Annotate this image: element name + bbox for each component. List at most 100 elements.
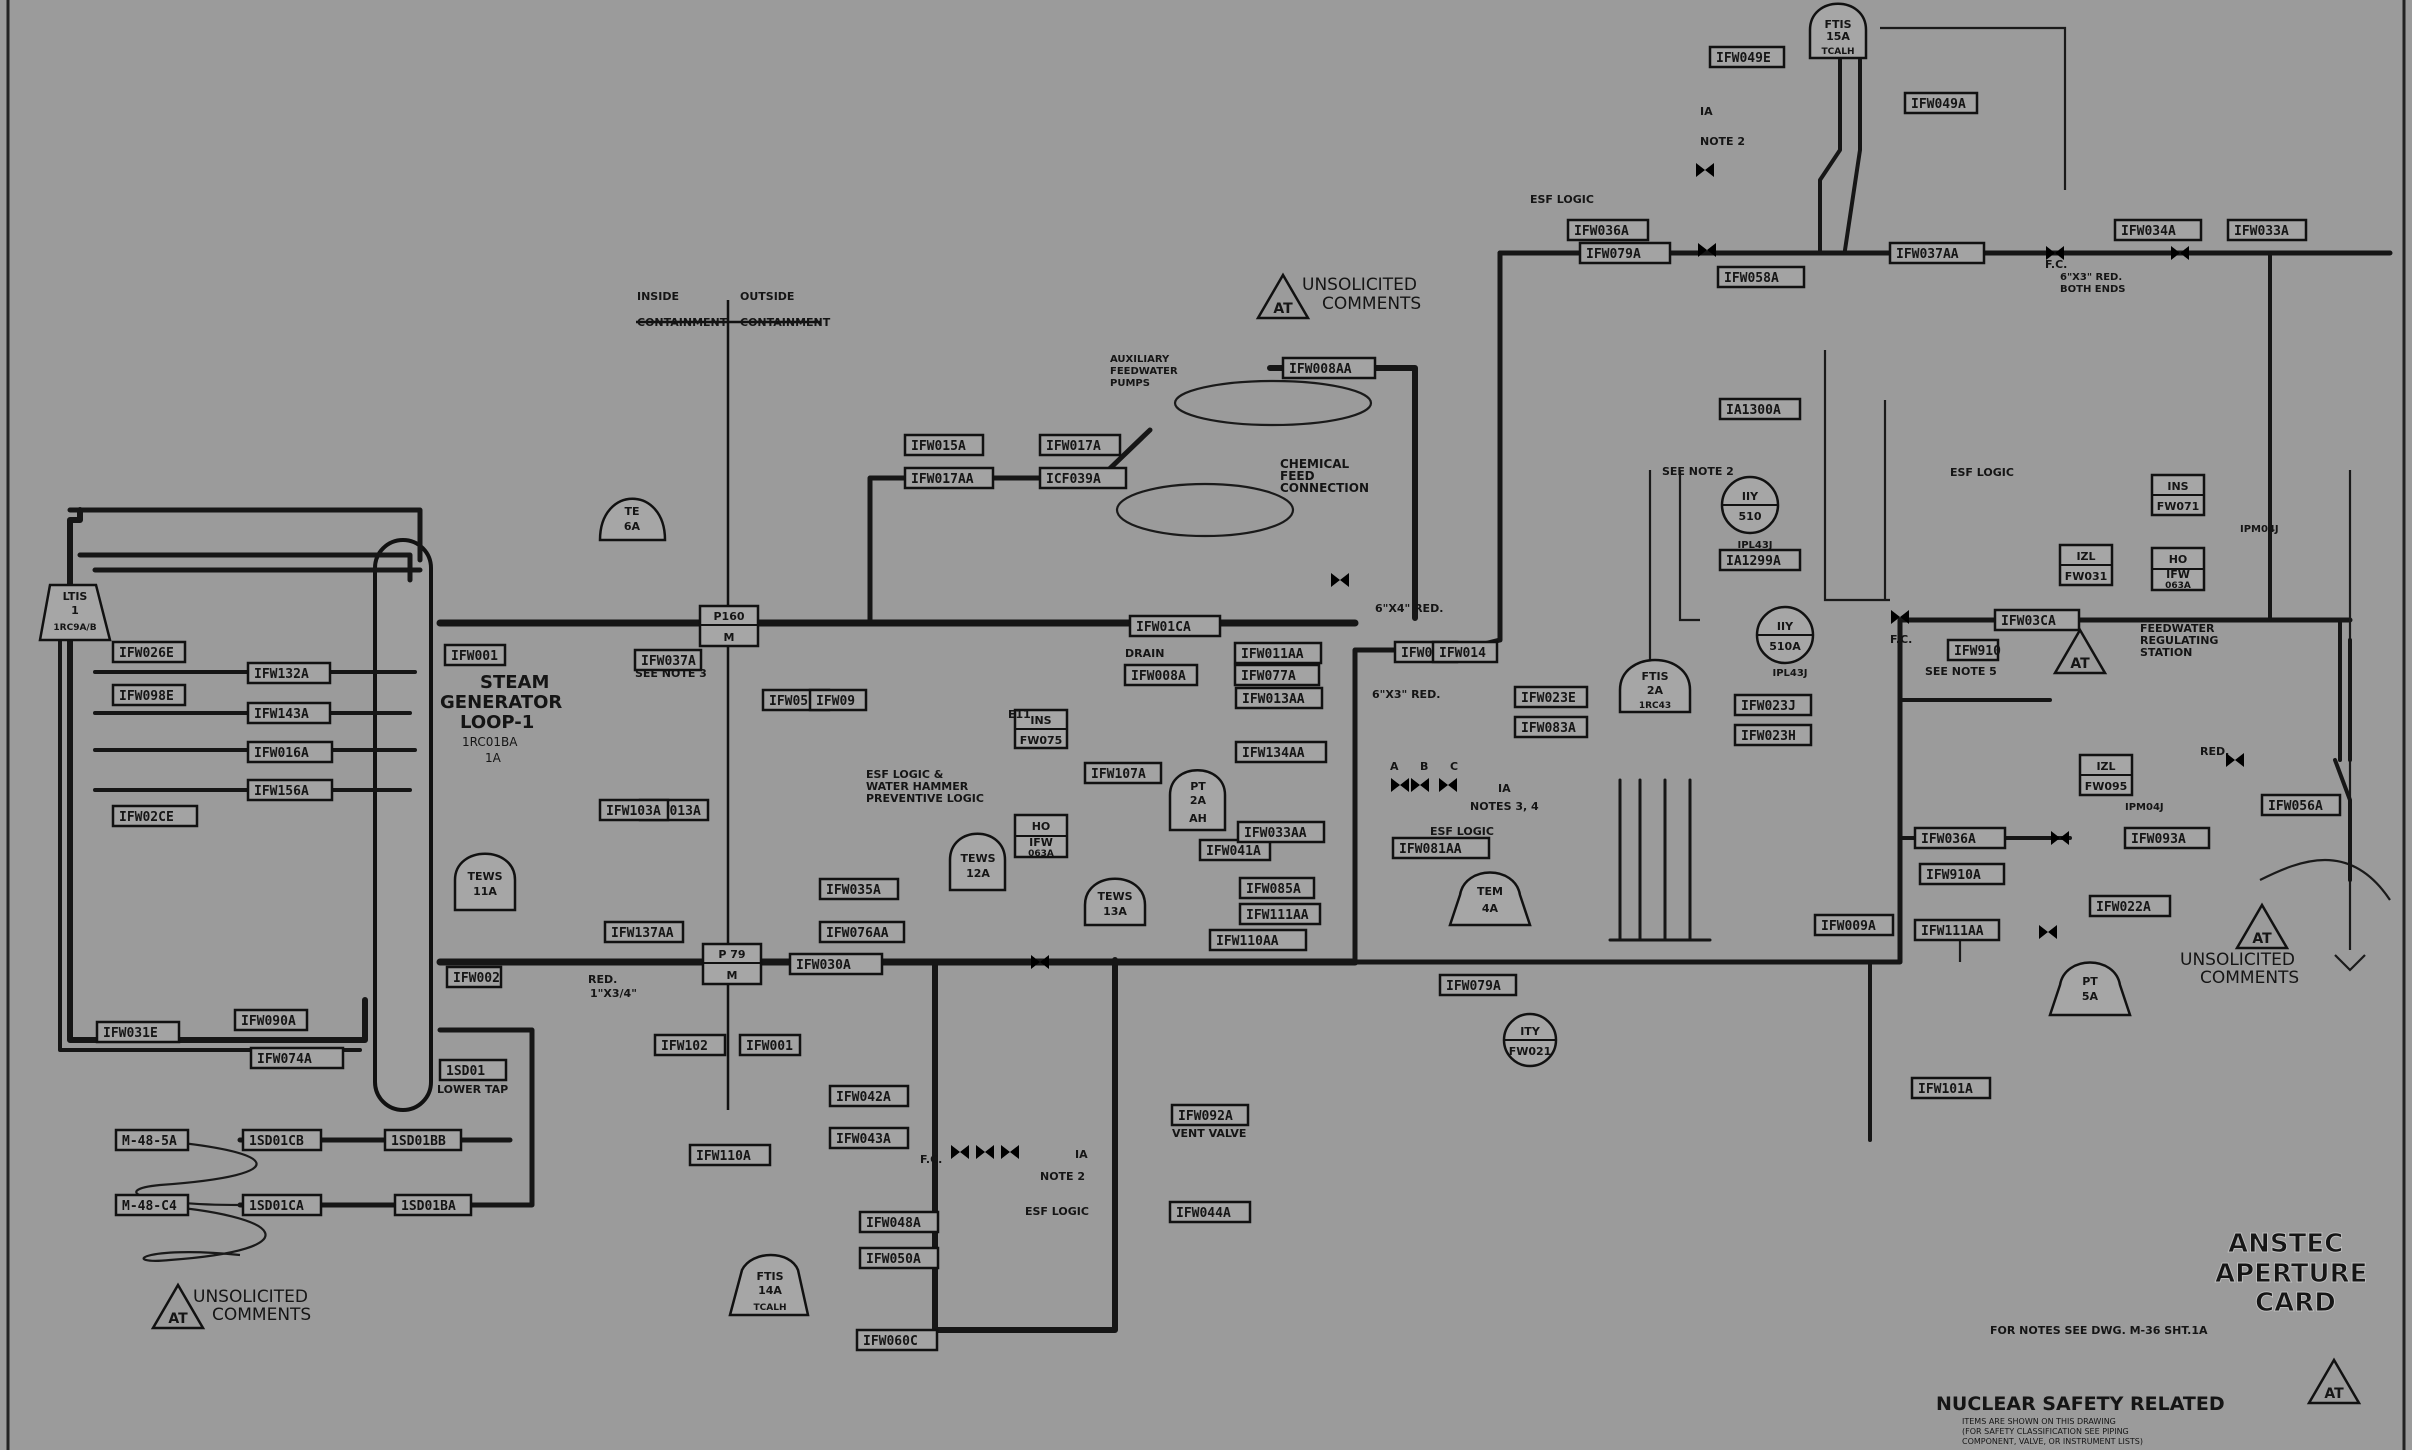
ho-ifw-box: HO IFW 063A [1013, 813, 1069, 859]
line-tag-label: IFW001 [746, 1039, 793, 1054]
svg-text:1RC43: 1RC43 [1639, 701, 1671, 711]
line-tag-label: IFW134AA [1242, 746, 1305, 761]
line-tag: IFW034A [2113, 218, 2203, 242]
svg-text:510A: 510A [1769, 640, 1801, 653]
line-tag: IFW009A [1813, 913, 1895, 937]
svg-text:4A: 4A [1482, 902, 1499, 915]
ipm04j-label-2: IPM04J [2125, 802, 2164, 813]
sg-label-line5: 1A [485, 751, 502, 765]
red-size-label-2: 6"X3" RED. [1372, 688, 1440, 701]
svg-text:TEWS: TEWS [960, 852, 995, 865]
line-tag-label: IFW05 [769, 694, 808, 709]
nuclear-title: NUCLEAR SAFETY RELATED [1936, 1393, 2225, 1415]
line-tag-label: IFW074A [257, 1052, 312, 1067]
line-tag: IFW048A [858, 1210, 940, 1234]
svg-text:2A: 2A [1190, 794, 1207, 807]
line-tag: IFW033A [2226, 218, 2308, 242]
svg-text:1: 1 [71, 604, 79, 617]
line-tag: IA1300A [1718, 397, 1802, 421]
line-tag-label: IFW002 [453, 971, 500, 986]
line-tag-label: IFW103A [606, 804, 661, 819]
svg-text:FW095: FW095 [2085, 780, 2128, 793]
tews-11a-instrument: TEWS 11A [453, 852, 517, 912]
sg-label-line3: LOOP-1 [460, 712, 534, 733]
line-tag: IFW014 [1431, 640, 1499, 664]
line-tag: IFW132A [246, 661, 332, 685]
line-tag: 1SD01BB [383, 1128, 463, 1152]
line-tag-label: IFW037AA [1896, 247, 1959, 262]
line-tag: IFW033AA [1236, 820, 1326, 844]
line-tag-label: IFW008A [1131, 669, 1186, 684]
note-2-top: NOTE 2 [1700, 135, 1745, 148]
outside-label: OUTSIDE [740, 290, 794, 303]
line-tag-label: IFW031E [103, 1026, 158, 1041]
containment-right-label: CONTAINMENT [740, 316, 831, 329]
fc-label-1: F.C. [1890, 633, 1912, 646]
line-tag: IFW137AA [603, 920, 685, 944]
svg-text:PT: PT [1190, 780, 1206, 793]
svg-text:HO: HO [1032, 820, 1051, 833]
both-ends-1: 6"X3" RED. [2060, 272, 2122, 283]
line-tag-label: IFW011AA [1241, 647, 1304, 662]
line-tag-label: IFW102 [661, 1039, 708, 1054]
line-tag-label: IFW111AA [1246, 908, 1309, 923]
red-size-label: 6"X4" RED. [1375, 602, 1443, 615]
line-tag: IFW060C [855, 1328, 939, 1352]
line-tag: IFW015A [903, 433, 985, 457]
svg-text:TE: TE [624, 505, 639, 518]
line-tag-label: IFW034A [2121, 224, 2176, 239]
note-2-bottom: NOTE 2 [1040, 1170, 1085, 1183]
line-tag: IFW043A [828, 1126, 910, 1150]
line-tag: IFW102 [653, 1033, 727, 1057]
svg-text:6A: 6A [624, 520, 641, 533]
line-tag: IFW074A [249, 1046, 345, 1070]
ftis-15a-instrument: FTIS 15A TCALH [1808, 2, 1868, 60]
line-tag: IFW098E [111, 683, 187, 707]
svg-text:13A: 13A [1103, 905, 1127, 918]
line-tag-label: IFW023J [1741, 699, 1796, 714]
red-1-b: 1"X3/4" [590, 987, 637, 1000]
svg-text:IZL: IZL [2096, 760, 2115, 773]
instrument-symbols: LTIS 1 1RC9A/B TE 6A TEWS 11A TEWS 12A T… [38, 2, 2206, 1317]
ins-fw075-box: INS FW075 [1013, 708, 1069, 750]
at-triangle-1: AT [1255, 272, 1311, 320]
svg-text:FTIS: FTIS [756, 1270, 783, 1283]
chemical-1: CHEMICAL [1280, 457, 1350, 471]
svg-text:12A: 12A [966, 867, 990, 880]
line-tag-label: IFW111AA [1921, 924, 1984, 939]
chemical-2: FEED [1280, 469, 1315, 483]
line-tag: IFW01CA [1128, 614, 1222, 638]
svg-text:063A: 063A [1028, 849, 1054, 859]
line-tag: IFW017AA [903, 466, 995, 490]
line-tag-label: IFW022A [2096, 900, 2151, 915]
line-tag: M-48-5A [114, 1128, 190, 1152]
aperture-3: CARD [2255, 1288, 2336, 1318]
line-tag-label: IFW01CA [1136, 620, 1191, 635]
svg-text:IZL: IZL [2076, 550, 2095, 563]
valve-9 [2039, 925, 2057, 939]
svg-text:15A: 15A [1826, 30, 1850, 43]
line-tag: IFW050A [858, 1246, 940, 1270]
fw-reg-1: FEEDWATER [2140, 622, 2215, 635]
svg-text:FW071: FW071 [2157, 500, 2200, 513]
svg-text:IFW: IFW [2166, 568, 2190, 581]
line-tag-label: IA1299A [1726, 554, 1781, 569]
line-tag-label: IFW036A [1921, 832, 1976, 847]
svg-text:TEM: TEM [1477, 885, 1503, 898]
svg-text:2A: 2A [1647, 684, 1664, 697]
line-tag: 1SD01BA [393, 1193, 473, 1217]
line-tag: IFW156A [246, 778, 334, 802]
esf-logic-top: ESF LOGIC [1530, 193, 1594, 206]
line-tag: IFW090A [233, 1008, 309, 1032]
line-tag-label: IFW910A [1926, 868, 1981, 883]
inside-label: INSIDE [637, 290, 679, 303]
unsolicited-2b: COMMENTS [212, 1305, 311, 1325]
svg-text:P 79: P 79 [718, 948, 745, 961]
line-tag: IFW008AA [1281, 356, 1377, 380]
tews-12a-instrument: TEWS 12A [948, 832, 1007, 892]
line-tag-label: IFW026E [119, 646, 174, 661]
valve-8 [2051, 831, 2069, 845]
line-tag-label: IFW132A [254, 667, 309, 682]
